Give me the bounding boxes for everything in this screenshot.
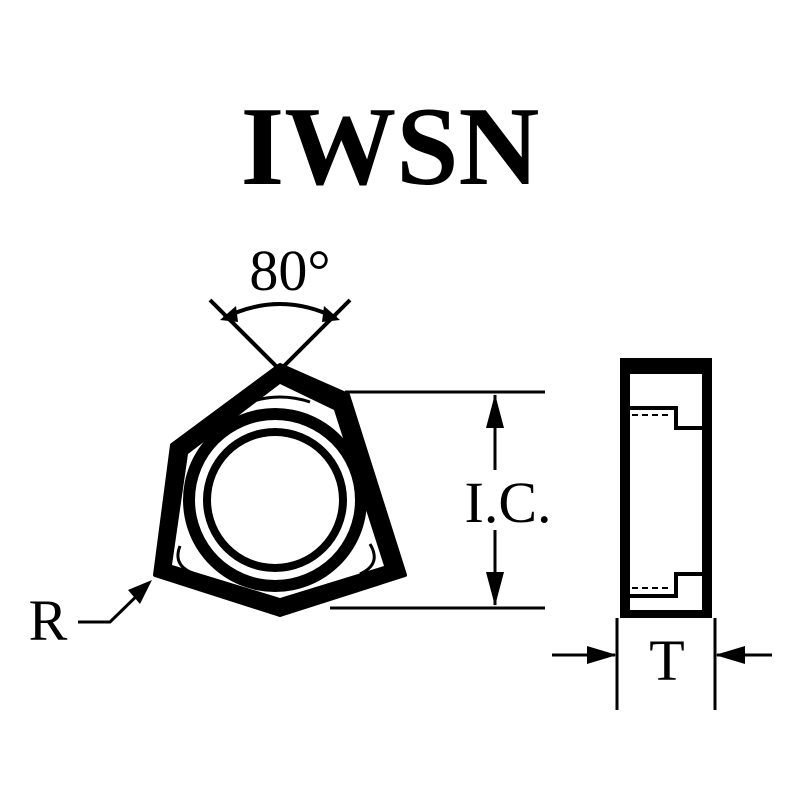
- ic-dimension: [330, 390, 545, 610]
- thickness-dimension: [552, 618, 772, 710]
- radius-leader: [78, 580, 152, 624]
- thickness-label: T: [649, 628, 684, 693]
- insert-top-view: [153, 363, 407, 617]
- insert-hole: [211, 436, 339, 564]
- title: IWSN: [241, 85, 540, 209]
- insert-side-view: [620, 358, 712, 618]
- radius-label: R: [29, 588, 68, 653]
- ic-label: I.C.: [465, 470, 552, 535]
- angle-label: 80°: [249, 238, 330, 303]
